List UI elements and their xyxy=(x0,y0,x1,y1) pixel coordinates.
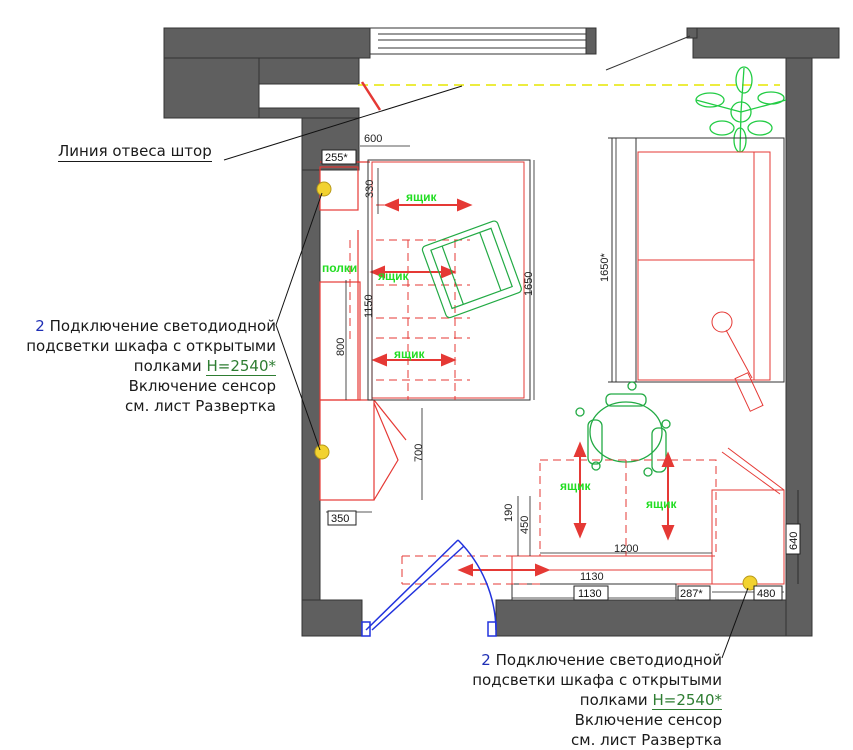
wall-bottom-left xyxy=(301,599,363,637)
sofa xyxy=(608,137,785,412)
dim-480: 480 xyxy=(757,588,775,600)
callout-bottom-line2: подсветки шкафа с открытыми xyxy=(472,671,722,689)
curtain-rod-end xyxy=(360,81,382,111)
label-drawer-1: ящик xyxy=(406,190,438,204)
door xyxy=(361,539,497,637)
dim-1130: 1130 xyxy=(578,588,602,600)
dim-255: 255* xyxy=(325,152,348,164)
dim-1200: 1200 xyxy=(614,543,638,555)
wall-left xyxy=(301,169,321,637)
armchair-icon xyxy=(421,220,522,319)
dim-600: 600 xyxy=(364,133,382,145)
callout-left-line5: см. лист Развертка xyxy=(125,397,276,415)
window xyxy=(369,27,698,71)
sensor-left xyxy=(314,444,330,460)
bed xyxy=(349,159,531,401)
wall-top-right xyxy=(692,27,840,59)
dim-350: 350 xyxy=(331,513,349,525)
leader-left-2 xyxy=(275,324,321,451)
callout-bottom-line5: см. лист Развертка xyxy=(571,731,722,749)
dim-640: 640 xyxy=(788,532,800,550)
callout-left: 2 Подключение светодиодной подсветки шка… xyxy=(4,316,276,416)
plant-icon xyxy=(695,66,787,153)
callout-left-number: 2 xyxy=(35,317,45,335)
label-drawer-5: ящик xyxy=(646,497,678,511)
dim-1130-inner: 1130 xyxy=(580,571,604,583)
curtain-leader xyxy=(223,85,463,161)
callout-left-line1: Подключение светодиодной xyxy=(49,317,276,335)
wall-inner-ledge xyxy=(258,107,360,119)
leader-bottom xyxy=(721,587,749,659)
label-drawer-4: ящик xyxy=(560,479,592,493)
left-cabinet xyxy=(319,161,407,501)
wall-bottom-right xyxy=(495,599,813,637)
dim-700: 700 xyxy=(413,444,425,462)
sensor-top-left xyxy=(316,181,332,197)
dim-800: 800 xyxy=(335,338,347,356)
wall-window-jamb-left xyxy=(258,57,360,85)
label-drawer-2: ящик xyxy=(378,269,410,283)
callout-left-height: H=2540* xyxy=(206,357,276,376)
callout-bottom-line4: Включение сенсор xyxy=(574,711,722,729)
callout-bottom-height: H=2540* xyxy=(652,691,722,710)
dim-1650-sofa: 1650* xyxy=(599,253,611,282)
callout-left-line2: подсветки шкафа с открытыми xyxy=(26,337,276,355)
callout-left-line3: полками xyxy=(133,357,202,375)
drawer-arrows xyxy=(369,198,473,367)
callout-bottom-line3: полками xyxy=(579,691,648,709)
callout-bottom: 2 Подключение светодиодной подсветки шка… xyxy=(446,650,722,750)
callout-left-line4: Включение сенсор xyxy=(128,377,276,395)
wall-top-left xyxy=(163,27,371,59)
label-drawer-3: ящик xyxy=(394,347,426,361)
label-shelves: полки xyxy=(322,261,357,275)
dim-190: 190 xyxy=(503,504,515,522)
callout-bottom-line1: Подключение светодиодной xyxy=(495,651,722,669)
dim-287: 287* xyxy=(680,588,703,600)
office-chair-icon xyxy=(575,381,671,477)
dim-450: 450 xyxy=(519,516,531,534)
leader-left-1 xyxy=(275,192,323,326)
curtain-line-label: Линия отвеса штор xyxy=(58,142,212,162)
dim-1150: 1150 xyxy=(363,294,375,318)
dim-1650-bed: 1650 xyxy=(523,272,535,296)
dim-330: 330 xyxy=(364,180,376,198)
callout-bottom-number: 2 xyxy=(481,651,491,669)
desk-arrows xyxy=(457,441,675,577)
wall-top-left-block xyxy=(163,57,260,119)
